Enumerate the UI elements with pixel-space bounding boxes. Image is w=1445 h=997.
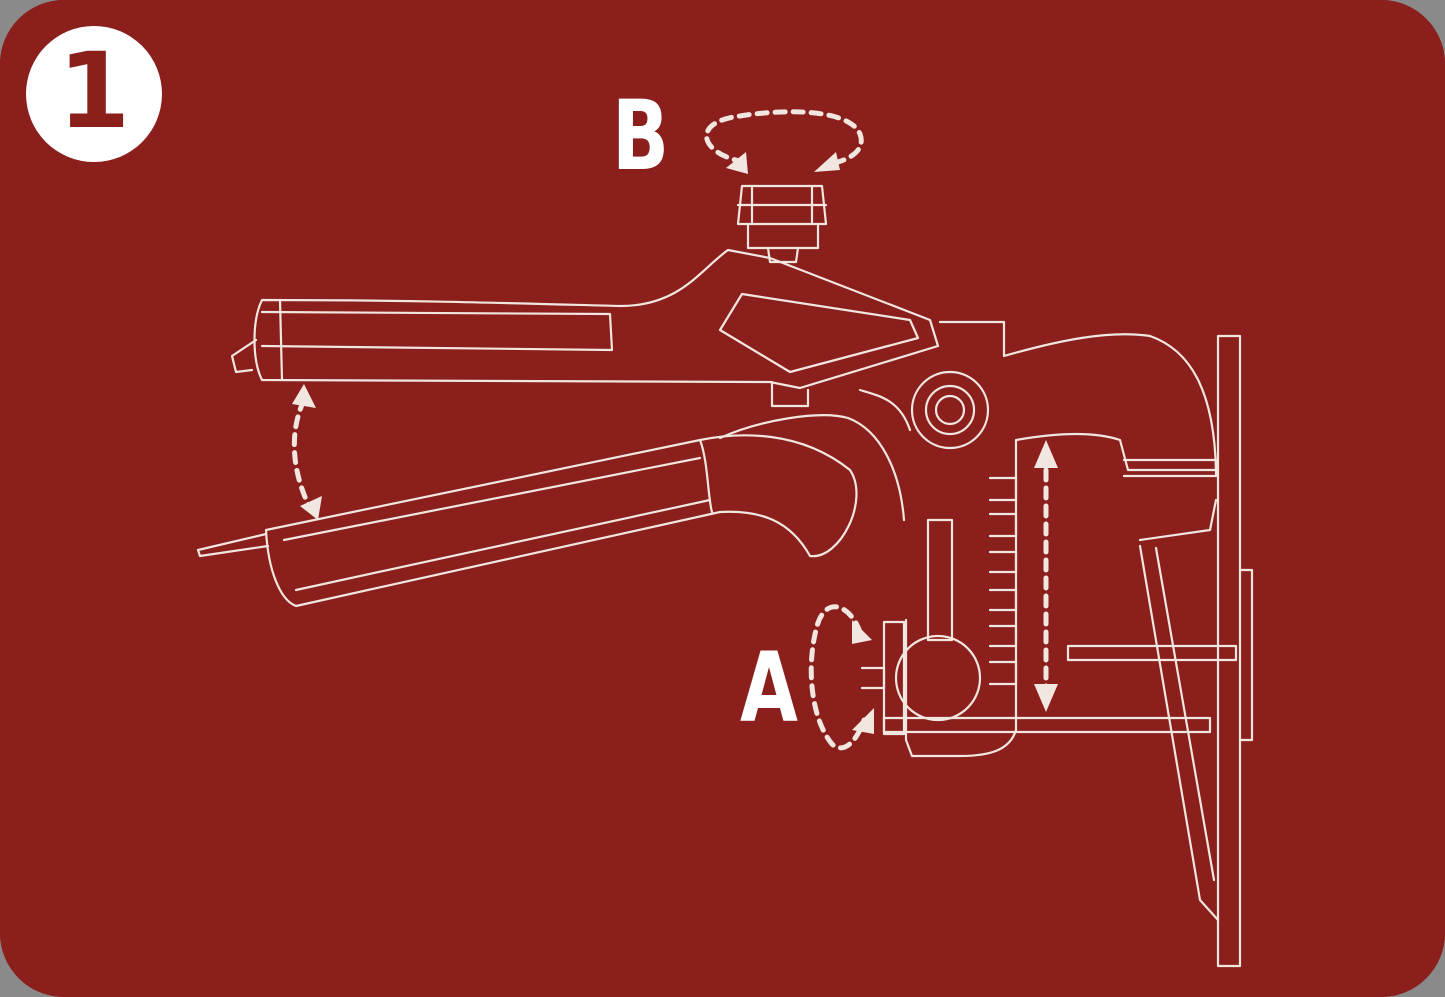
arrowhead-height-top [1034, 440, 1058, 468]
arrowhead-b-left [726, 152, 748, 174]
rotate-arrow-b-icon [704, 109, 864, 167]
base-plate [1138, 334, 1254, 968]
callout-label-b: B [612, 80, 670, 192]
tool-body [858, 320, 1238, 758]
arrowhead-b-right [814, 152, 840, 172]
arrowhead-handle-bottom [300, 496, 322, 520]
arrowhead-height-bottom [1034, 684, 1058, 712]
handle-arrow-icon [291, 397, 315, 515]
rotate-arrow-a-icon [808, 604, 867, 751]
arrowhead-handle-top [292, 384, 316, 408]
arrowhead-a-top [852, 620, 872, 644]
upper-handle [230, 248, 940, 408]
step-number: 1 [57, 30, 131, 152]
lower-handle [196, 414, 906, 608]
step-badge: 1 [26, 26, 162, 162]
arrowhead-a-bottom [852, 708, 874, 734]
callout-label-a: A [740, 632, 798, 744]
